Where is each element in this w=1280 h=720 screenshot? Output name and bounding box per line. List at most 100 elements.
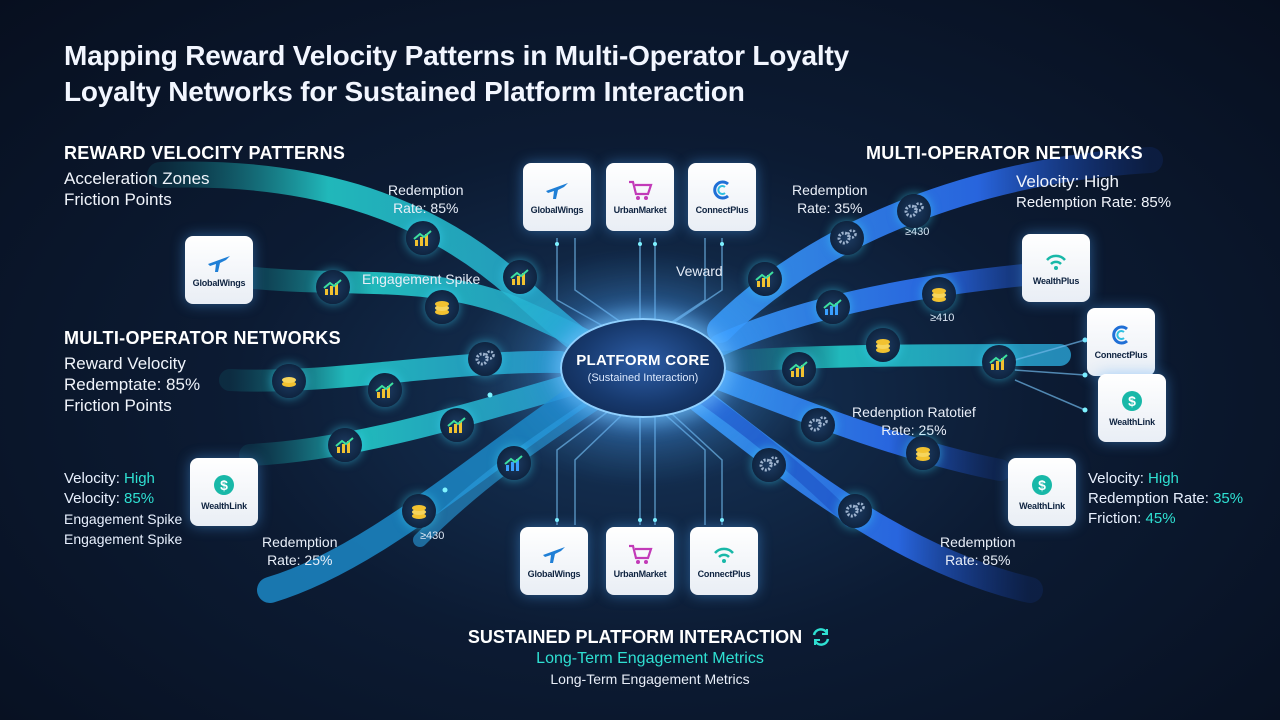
left-bottom-line-1: Velocity: High xyxy=(64,469,182,489)
right-top-block: MULTI-OPERATOR NETWORKS xyxy=(866,143,1156,164)
plane-icon xyxy=(543,547,565,563)
left-top-heading: REWARD VELOCITY PATTERNS xyxy=(64,143,346,163)
svg-text:$: $ xyxy=(1038,477,1046,493)
chart-up-icon xyxy=(497,446,531,480)
operator-card-wealthlink-left[interactable]: $ WealthLink xyxy=(190,458,258,526)
flow-label-line: Redemption xyxy=(262,534,338,550)
operator-name: ConnectPlus xyxy=(1094,350,1148,360)
chart-up-icon xyxy=(440,408,474,442)
operator-name: UrbanMarket xyxy=(613,205,667,215)
flow-label-line: Redemption xyxy=(792,182,868,198)
left-top-line-2: Friction Points xyxy=(64,190,172,209)
platform-core-subtitle: (Sustained Interaction) xyxy=(587,372,699,384)
platform-core[interactable]: PLATFORM CORE (Sustained Interaction) xyxy=(560,318,726,418)
operator-card-globalwings-left[interactable]: GlobalWings xyxy=(185,236,253,304)
flow-ribbon xyxy=(239,374,581,466)
chart-up-icon xyxy=(816,290,850,324)
left-bottom-line-1-value: High xyxy=(124,470,155,487)
right-bottom-line-2-label: Redemption Rate: xyxy=(1088,490,1214,507)
cycle-icon xyxy=(812,628,830,646)
left-bottom-line-1-label: Velocity: xyxy=(64,470,125,487)
flow-label-redemption-top-right: Redemption Rate: 35% xyxy=(792,181,868,217)
flow-label-line: Rate: 35% xyxy=(797,200,863,216)
dollar-icon: $ xyxy=(214,475,234,495)
footer-heading-row: SUSTAINED PLATFORM INTERACTION xyxy=(468,626,832,648)
title-line-2: Loyalty Networks for Sustained Platform … xyxy=(64,76,745,107)
flow-label-redemption-mid-right: Redenption Ratotief Rate: 25% xyxy=(852,403,976,439)
left-bottom-line-2-value: 85% xyxy=(124,490,155,507)
operator-card-connectplus-bottom[interactable]: ConnectPlus xyxy=(690,527,758,595)
coins-icon xyxy=(922,277,956,311)
left-bottom-line-3: Engagement Spike xyxy=(64,511,183,527)
flow-label-veward: Veward xyxy=(676,263,723,279)
right-bottom-line-1-label: Velocity: xyxy=(1088,470,1149,487)
footer-line-2: Long-Term Engagement Metrics xyxy=(550,671,750,687)
chart-up-icon xyxy=(328,428,362,462)
operator-card-globalwings-bottom[interactable]: GlobalWings xyxy=(520,527,588,595)
flow-label-line: Redenption Ratotief xyxy=(852,404,976,420)
flow-ribbon xyxy=(711,369,1011,481)
operator-card-wealthplus-right[interactable]: WealthPlus xyxy=(1022,234,1090,302)
chart-up-icon xyxy=(982,345,1016,379)
right-bottom-line-1: Velocity: High xyxy=(1088,469,1243,489)
right-bottom-line-2: Redemption Rate: 35% xyxy=(1088,489,1243,509)
right-top-heading: MULTI-OPERATOR NETWORKS xyxy=(866,143,1143,163)
gears-icon xyxy=(897,194,931,228)
gears-icon xyxy=(830,221,864,255)
flow-label-line: Rate: 25% xyxy=(267,552,333,568)
operator-name: UrbanMarket xyxy=(613,569,667,579)
gears-icon xyxy=(801,408,835,442)
coins-icon xyxy=(402,494,436,528)
left-mid-block: MULTI-OPERATOR NETWORKS Reward Velocity … xyxy=(64,328,341,416)
coins-icon xyxy=(425,290,459,324)
left-bottom-line-2: Velocity: 85% xyxy=(64,489,182,509)
page-title: Mapping Reward Velocity Patterns in Mult… xyxy=(64,38,849,110)
flow-glyph-b: ≥410 xyxy=(930,312,955,324)
dollar-icon: $ xyxy=(1122,391,1142,411)
operator-name: WealthLink xyxy=(1109,417,1155,427)
right-bottom-line-3: Friction: 45% xyxy=(1088,509,1243,529)
flow-label-line: Rate: 25% xyxy=(881,422,947,438)
flow-label-line: Rate: 85% xyxy=(945,552,1011,568)
left-bottom-line-2-label: Velocity: xyxy=(64,490,125,507)
flow-label-line: Redemption xyxy=(940,534,1016,550)
operator-card-urbanmarket-top[interactable]: UrbanMarket xyxy=(606,163,674,231)
footer-heading: SUSTAINED PLATFORM INTERACTION xyxy=(467,626,803,647)
cart-icon xyxy=(629,544,653,564)
c-logo-icon xyxy=(1112,325,1128,345)
operator-card-connectplus-top[interactable]: ConnectPlus xyxy=(688,163,756,231)
left-mid-line-2: Redemptate: 85% xyxy=(64,375,201,394)
left-bottom-block: Velocity: High Velocity: 85% Engagement … xyxy=(64,469,182,549)
left-top-block: REWARD VELOCITY PATTERNS Acceleration Zo… xyxy=(64,143,345,210)
left-mid-heading: MULTI-OPERATOR NETWORKS xyxy=(64,328,341,348)
platform-core-title: PLATFORM CORE xyxy=(576,352,710,369)
flow-label-redemption-top-left: Redemption Rate: 85% xyxy=(388,181,464,217)
chart-up-icon xyxy=(406,221,440,255)
operator-card-urbanmarket-bottom[interactable]: UrbanMarket xyxy=(606,527,674,595)
flow-label-redemption-bottom-right: Redemption Rate: 85% xyxy=(940,533,1016,569)
flow-glyph-a: ≥430 xyxy=(905,226,930,238)
wifi-icon xyxy=(1046,254,1066,270)
coins-icon xyxy=(866,328,900,362)
operator-name: WealthPlus xyxy=(1032,276,1080,286)
flow-label-redemption-bottom-left: Redemption Rate: 25% xyxy=(262,533,338,569)
operator-name: GlobalWings xyxy=(530,205,584,215)
right-top-line-2: Redemption Rate: 85% xyxy=(1016,194,1172,211)
wifi-icon xyxy=(714,547,734,563)
operator-name: WealthLink xyxy=(1019,501,1065,511)
operator-card-connectplus-right[interactable]: ConnectPlus xyxy=(1087,308,1155,376)
coins-icon xyxy=(906,436,940,470)
right-top-details: Velocity: High Redemption Rate: 85% xyxy=(1016,171,1171,213)
flow-label-engagement-spike: Engagement Spike xyxy=(362,271,481,287)
operator-name: ConnectPlus xyxy=(697,569,751,579)
chart-up-icon xyxy=(782,352,816,386)
left-mid-line-1: Reward Velocity xyxy=(64,354,186,373)
coins-icon xyxy=(272,364,306,398)
chart-up-icon xyxy=(748,262,782,296)
right-top-line-1: Velocity: High xyxy=(1016,172,1119,191)
footer: SUSTAINED PLATFORM INTERACTION Long-Term… xyxy=(0,626,1280,687)
operator-card-wealthlink-right-bottom[interactable]: $ WealthLink xyxy=(1008,458,1076,526)
operator-card-wealthlink-right-top[interactable]: $ WealthLink xyxy=(1098,374,1166,442)
flow-glyph-c: ≥430 xyxy=(420,530,445,542)
operator-card-globalwings-top[interactable]: GlobalWings xyxy=(523,163,591,231)
